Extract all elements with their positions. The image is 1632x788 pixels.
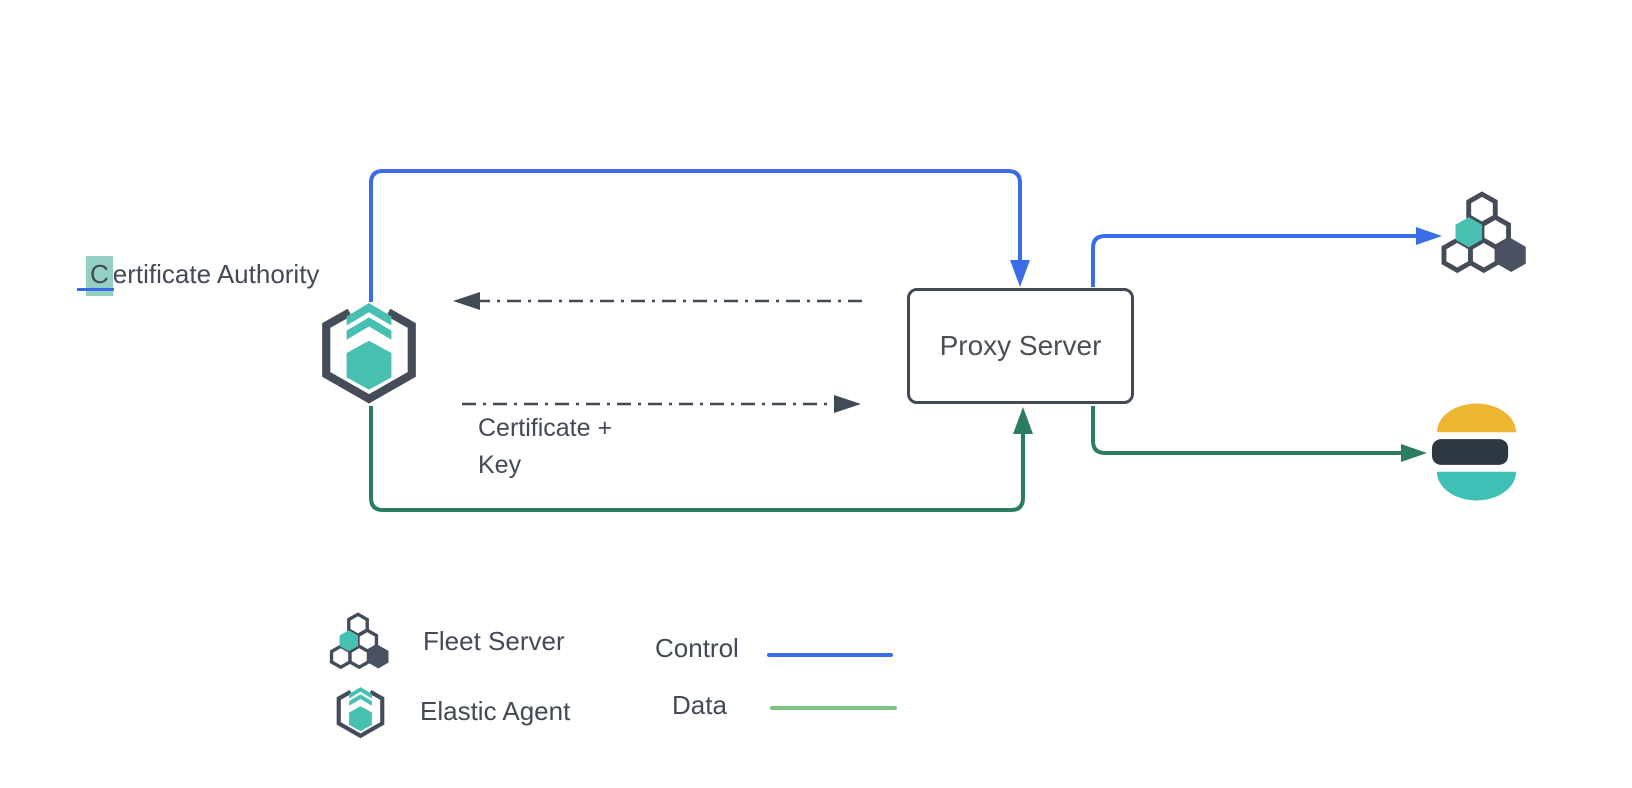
arrowhead-right-icon (834, 395, 861, 413)
control-path-proxy-to-fleet (1091, 227, 1442, 287)
certificate-key-label: Certificate + Key (478, 410, 612, 484)
data-path-agent-to-proxy (369, 406, 1033, 512)
certificate-key-line1: Certificate + (478, 414, 613, 442)
legend-data-label: Data (672, 690, 727, 720)
arrowhead-down-icon (1010, 260, 1030, 287)
proxy-server-node: Proxy Server (907, 288, 1134, 404)
dashed-arrow-left (453, 292, 862, 310)
control-path-agent-to-proxy (369, 169, 1030, 302)
arrowhead-left-icon (453, 292, 480, 310)
elasticsearch-icon (1432, 403, 1517, 501)
data-path-proxy-to-elasticsearch (1091, 406, 1427, 462)
ca-selection-highlight: C (86, 256, 113, 296)
dashed-arrow-right (462, 395, 861, 413)
arrowhead-right-icon (1401, 444, 1427, 462)
legend-elastic-agent-label: Elastic Agent (420, 696, 571, 726)
arrowhead-right-icon (1416, 227, 1442, 245)
certificate-key-line2: Key (478, 451, 522, 479)
legend-fleet-server-icon (329, 612, 390, 671)
proxy-server-label: Proxy Server (939, 330, 1102, 361)
elastic-agent-icon (316, 297, 422, 409)
legend-control-line (767, 653, 893, 657)
legend-elastic-agent-icon (333, 684, 388, 741)
fleet-server-icon (1436, 188, 1528, 280)
legend-fleet-server-label: Fleet Server (423, 626, 565, 656)
arrowhead-up-icon (1013, 407, 1033, 434)
legend-control-label: Control (655, 633, 739, 663)
ca-label-rest: ertificate Authority (112, 259, 320, 289)
legend-data-line (770, 706, 897, 710)
